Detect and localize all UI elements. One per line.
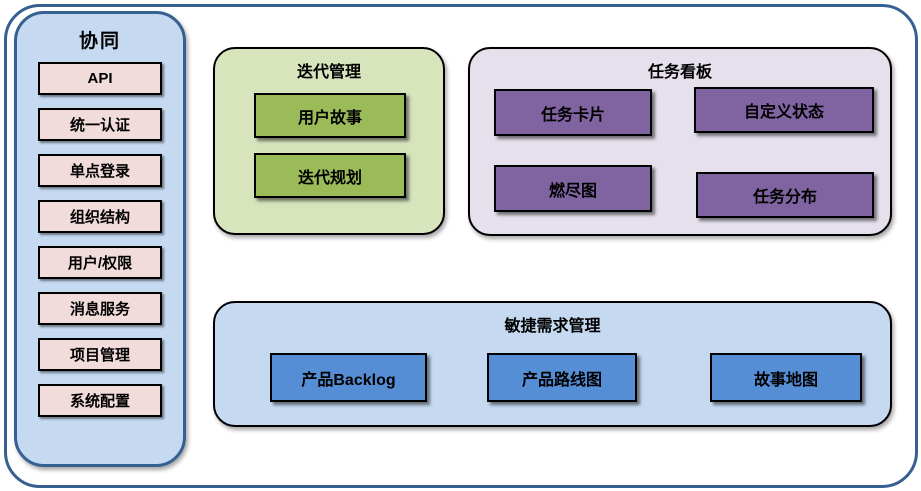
sidebar-panel-collaboration: 协同 API 统一认证 单点登录 组织结构 用户/权限 消息服务 项目管理 系统… [14, 11, 186, 467]
sidebar-item-system-config: 系统配置 [38, 384, 162, 417]
sidebar-item-sso: 单点登录 [38, 154, 162, 187]
requirements-panel-title: 敏捷需求管理 [504, 318, 601, 335]
sidebar-items: API 统一认证 单点登录 组织结构 用户/权限 消息服务 项目管理 系统配置 [38, 62, 162, 417]
sidebar-item-org-structure: 组织结构 [38, 200, 162, 233]
feature-box-product-roadmap: 产品路线图 [487, 353, 637, 402]
feature-box-iteration-planning: 迭代规划 [254, 153, 406, 198]
feature-box-task-distribution: 任务分布 [696, 172, 874, 218]
taskboard-panel-title: 任务看板 [647, 64, 712, 81]
iteration-management-panel: 迭代管理 用户故事 迭代规划 [213, 47, 445, 235]
feature-box-burndown-chart: 燃尽图 [494, 165, 652, 212]
feature-box-custom-status: 自定义状态 [694, 87, 874, 133]
feature-box-user-story: 用户故事 [254, 93, 406, 138]
sidebar-item-api: API [38, 62, 162, 95]
feature-box-product-backlog: 产品Backlog [270, 353, 427, 402]
iteration-panel-title: 迭代管理 [296, 64, 361, 81]
sidebar-item-unified-auth: 统一认证 [38, 108, 162, 141]
agile-requirements-panel: 敏捷需求管理 产品Backlog 产品路线图 故事地图 [213, 301, 892, 427]
task-board-panel: 任务看板 任务卡片 自定义状态 燃尽图 任务分布 [468, 47, 892, 236]
feature-box-story-map: 故事地图 [710, 353, 862, 402]
feature-box-task-card: 任务卡片 [494, 89, 652, 136]
sidebar-item-message-service: 消息服务 [38, 292, 162, 325]
sidebar-item-project-mgmt: 项目管理 [38, 338, 162, 371]
sidebar-title: 协同 [78, 31, 121, 52]
sidebar-item-user-permission: 用户/权限 [38, 246, 162, 279]
